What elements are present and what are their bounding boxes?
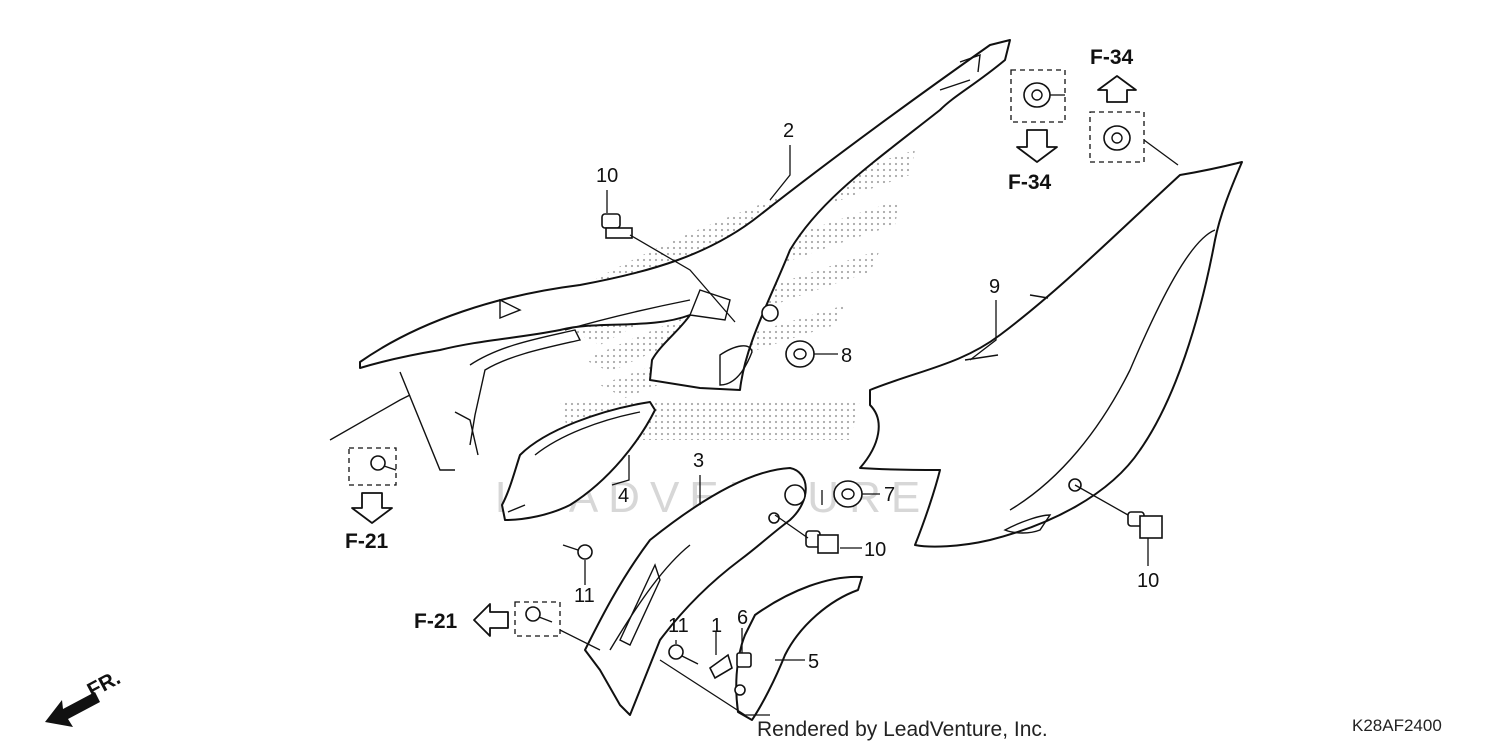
screw-f21-left <box>370 455 397 471</box>
part-2-inner-frame <box>399 329 582 471</box>
part-4-side-panel <box>501 401 656 521</box>
ref-f34-top: F-34 <box>1090 46 1134 69</box>
callout-3: 3 <box>693 450 704 472</box>
callout-10-upper: 10 <box>596 165 618 187</box>
f34-up-arrow <box>1097 75 1137 103</box>
part-1-clip <box>708 653 733 680</box>
screw-11-upper <box>562 544 593 560</box>
part-7-grommet <box>833 480 863 508</box>
part-9-right-side-cover <box>859 161 1243 548</box>
f21-box-left <box>348 447 397 486</box>
render-credit: Rendered by LeadVenture, Inc. <box>757 718 1048 741</box>
f21-down-arrow <box>351 492 393 524</box>
bolt-10-upper <box>601 213 633 239</box>
callouts: 2 10 8 9 4 3 7 10 10 11 11 1 6 5 <box>574 120 1159 673</box>
f34-box-upper <box>1010 69 1066 123</box>
front-direction-arrow: FR. <box>45 666 124 727</box>
bolt-10-middle <box>805 530 839 554</box>
screw-11-lower <box>668 644 699 665</box>
f34-grommet-upper <box>1023 82 1051 108</box>
callout-10-middle: 10 <box>864 539 886 561</box>
callout-6: 6 <box>737 607 748 629</box>
part-8-grommet <box>785 340 815 368</box>
callout-8: 8 <box>841 345 852 367</box>
leader-lines <box>329 94 1179 716</box>
callout-10-right: 10 <box>1137 570 1159 592</box>
f34-grommet-lower <box>1103 125 1131 151</box>
callout-5: 5 <box>808 651 819 673</box>
screw-f21-bottom <box>525 606 553 623</box>
callout-4: 4 <box>618 485 629 507</box>
callout-7: 7 <box>884 484 895 506</box>
f21-box-bottom <box>514 601 561 637</box>
f34-down-arrow <box>1016 129 1058 163</box>
diagram-code: K28AF2400 <box>1352 716 1442 735</box>
part-5-lower-guard <box>734 575 863 721</box>
part-6-nut <box>736 652 752 668</box>
callout-11-lower: 11 <box>668 615 689 637</box>
ref-f34-bottom: F-34 <box>1008 171 1052 194</box>
callout-11-upper: 11 <box>574 585 595 607</box>
f21-left-arrow <box>473 603 509 637</box>
f34-box-lower <box>1089 111 1145 163</box>
part-2-left-side-cover <box>359 39 1011 391</box>
callout-2: 2 <box>783 120 794 142</box>
ref-f21-left: F-21 <box>345 530 389 553</box>
reference-labels: F-34 F-34 F-21 F-21 <box>345 46 1134 633</box>
bolt-10-right <box>1127 511 1163 539</box>
callout-9: 9 <box>989 276 1000 298</box>
ref-f21-bottom: F-21 <box>414 610 458 633</box>
callout-1: 1 <box>711 615 722 637</box>
